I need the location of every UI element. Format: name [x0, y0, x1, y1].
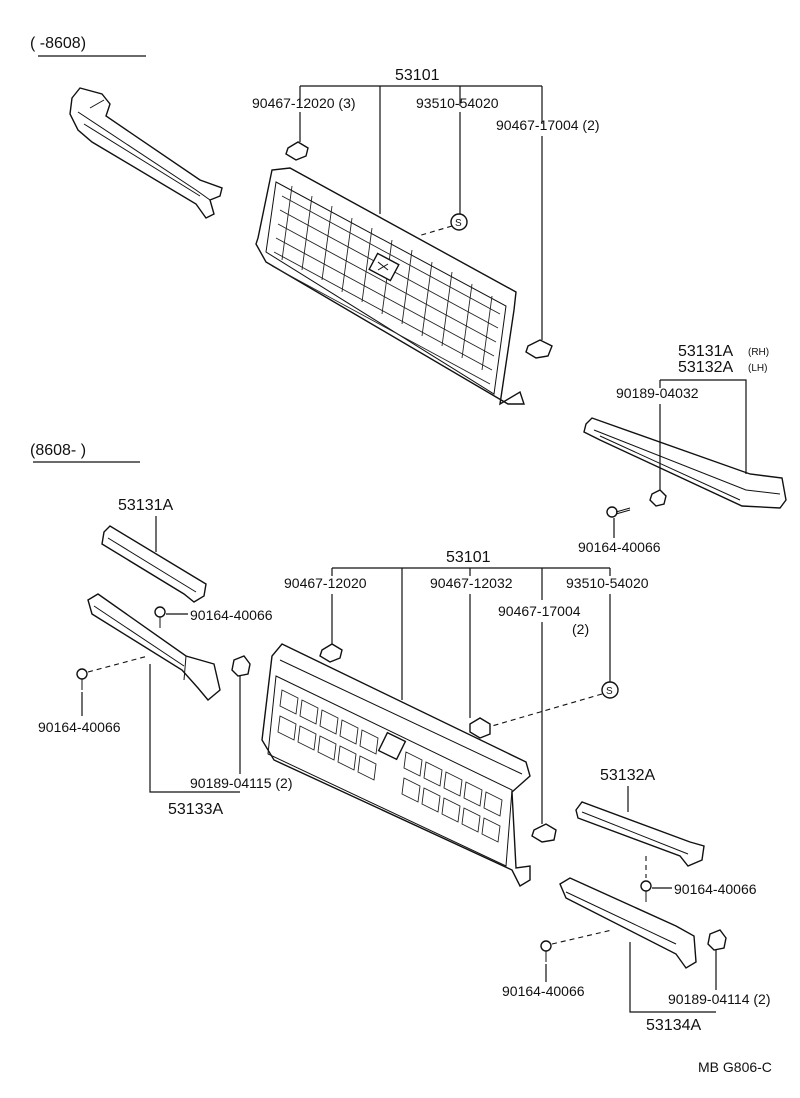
lower-panel-lh-label: 53134A: [646, 1017, 701, 1034]
lower-panel-rh-label: 53133A: [168, 801, 223, 818]
upper-emblem-marker-letter: S: [455, 218, 462, 229]
lower-emblem-label: 93510-54020: [566, 575, 649, 591]
lower-screw-4-drawing: [540, 940, 552, 962]
lower-molding-lh-label: 53132A: [600, 767, 655, 784]
upper-nut-drawing: [649, 489, 667, 507]
lower-screw-3-drawing: [640, 880, 652, 902]
lower-nut-2-drawing: [707, 929, 727, 951]
upper-emblem-marker: [450, 213, 468, 231]
diagram-code: MB G806-C: [698, 1059, 772, 1075]
upper-clip-a-label: 90467-12020 (3): [252, 95, 356, 111]
lower-screw-4-label: 90164-40066: [502, 983, 585, 999]
lower-clip-b-label: 90467-17004: [498, 603, 581, 619]
lower-nut-1-label: 90189-04115 (2): [190, 775, 292, 791]
upper-screw-label: 90164-40066: [578, 539, 661, 555]
lower-screw-2-label: 90164-40066: [38, 719, 121, 735]
lower-clip-a-label: 90467-12020: [284, 575, 367, 591]
upper-clip-a-drawing: [285, 141, 309, 161]
lower-clip-c-label: 90467-12032: [430, 575, 513, 591]
lower-nut-2-label: 90189-04114 (2): [668, 991, 770, 1007]
lower-screw-3-label: 90164-40066: [674, 881, 757, 897]
lower-clip-b-qty: (2): [572, 621, 589, 637]
lower-screw-1-drawing: [154, 606, 166, 628]
lower-assembly-label: 53101: [446, 549, 491, 566]
lower-left-panel-drawing: [87, 593, 221, 701]
lower-right-panel-drawing: [559, 877, 697, 969]
upper-left-retainer-drawing: [69, 87, 223, 219]
lower-radiator-grille-drawing: [261, 643, 531, 887]
upper-molding-lh-label: 53132A: [678, 359, 733, 376]
upper-molding-lh-tag: (LH): [748, 363, 767, 374]
lower-screw-2-drawing: [76, 668, 88, 690]
lower-clip-c-drawing: [469, 717, 491, 739]
upper-molding-rh-label: 53131A: [678, 343, 733, 360]
upper-clip-b-label: 90467-17004 (2): [496, 117, 600, 133]
upper-assembly-label: 53101: [395, 67, 440, 84]
lower-clip-a-drawing: [319, 643, 343, 663]
lower-molding-rh-label: 53131A: [118, 497, 173, 514]
lower-right-molding-drawing: [575, 801, 705, 867]
upper-range-label: ( -8608): [30, 35, 86, 52]
upper-molding-rh-tag: (RH): [748, 347, 769, 358]
lower-range-label: (8608- ): [30, 442, 86, 459]
upper-clip-b-drawing: [525, 339, 553, 359]
upper-screw-drawing: [606, 506, 631, 518]
upper-side-molding-drawing: [583, 417, 787, 509]
lower-emblem-marker-letter: S: [606, 686, 613, 697]
lower-screw-1-label: 90164-40066: [190, 607, 273, 623]
lower-left-molding-drawing: [101, 525, 207, 603]
upper-nut-label: 90189-04032: [616, 385, 699, 401]
lower-grille-cells: [277, 689, 503, 843]
lower-nut-1-drawing: [231, 655, 251, 677]
lower-clip-b-drawing: [531, 823, 557, 843]
upper-emblem-label: 93510-54020: [416, 95, 499, 111]
upper-radiator-grille-drawing: [255, 167, 525, 406]
